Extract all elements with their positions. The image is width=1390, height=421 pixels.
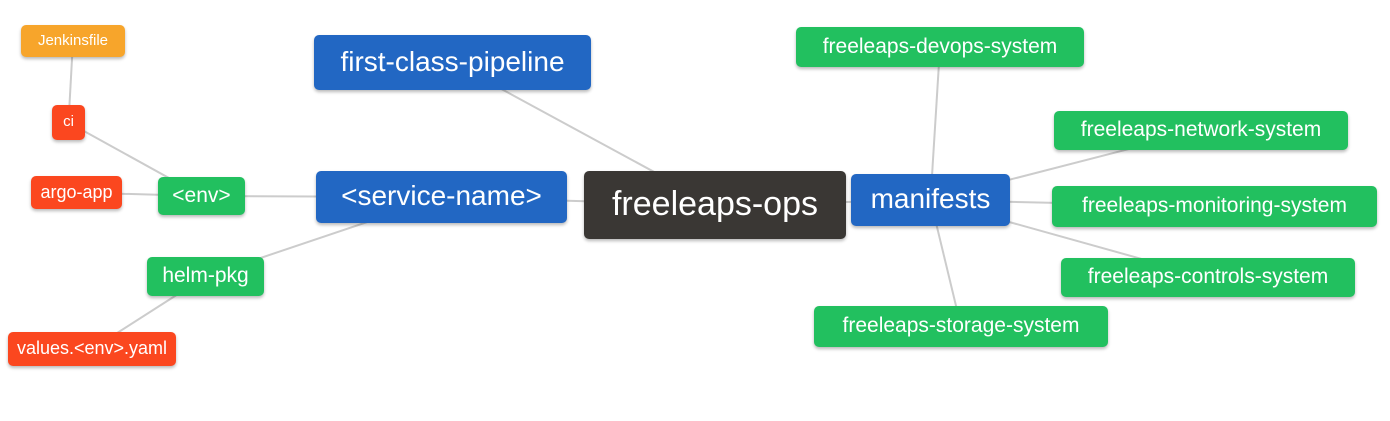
mindmap-node-freeleaps-monitoring-system[interactable]: freeleaps-monitoring-system <box>1052 186 1377 227</box>
node-label: <env> <box>172 183 231 207</box>
node-label: freeleaps-storage-system <box>842 314 1080 337</box>
node-label: Jenkinsfile <box>37 31 109 49</box>
node-label: freeleaps-monitoring-system <box>1082 194 1347 217</box>
node-label: values.<env>.yaml <box>16 338 168 358</box>
mindmap-node-freeleaps-controls-system[interactable]: freeleaps-controls-system <box>1061 258 1355 297</box>
node-label: freeleaps-devops-system <box>822 34 1058 58</box>
mindmap-node-helm-pkg[interactable]: helm-pkg <box>147 257 264 296</box>
mindmap-node-ci[interactable]: ci <box>52 105 85 140</box>
mindmap-node-freeleaps-network-system[interactable]: freeleaps-network-system <box>1054 111 1348 150</box>
node-label: first-class-pipeline <box>340 45 565 77</box>
mindmap-node-jenkinsfile[interactable]: Jenkinsfile <box>21 25 125 57</box>
mindmap-node-freeleaps-ops[interactable]: freeleaps-ops <box>584 171 846 239</box>
mindmap-node-env[interactable]: <env> <box>158 177 245 215</box>
node-label: argo-app <box>40 181 113 202</box>
node-label: manifests <box>870 183 991 214</box>
node-label: <service-name> <box>341 180 542 211</box>
mindmap-node-freeleaps-storage-system[interactable]: freeleaps-storage-system <box>814 306 1108 347</box>
mindmap-node-values-env-yaml[interactable]: values.<env>.yaml <box>8 332 176 366</box>
mindmap-node-manifests[interactable]: manifests <box>851 174 1010 226</box>
node-label: freeleaps-ops <box>611 185 818 223</box>
node-label: freeleaps-network-system <box>1080 118 1322 141</box>
mindmap-node-first-class-pipeline[interactable]: first-class-pipeline <box>314 35 591 90</box>
mindmap-node-freeleaps-devops-system[interactable]: freeleaps-devops-system <box>796 27 1084 67</box>
mindmap-node-service-name[interactable]: <service-name> <box>316 171 567 223</box>
node-label: ci <box>63 113 74 130</box>
node-label: freeleaps-controls-system <box>1087 265 1329 288</box>
node-label: helm-pkg <box>162 264 249 287</box>
mindmap-node-argo-app[interactable]: argo-app <box>31 176 122 209</box>
